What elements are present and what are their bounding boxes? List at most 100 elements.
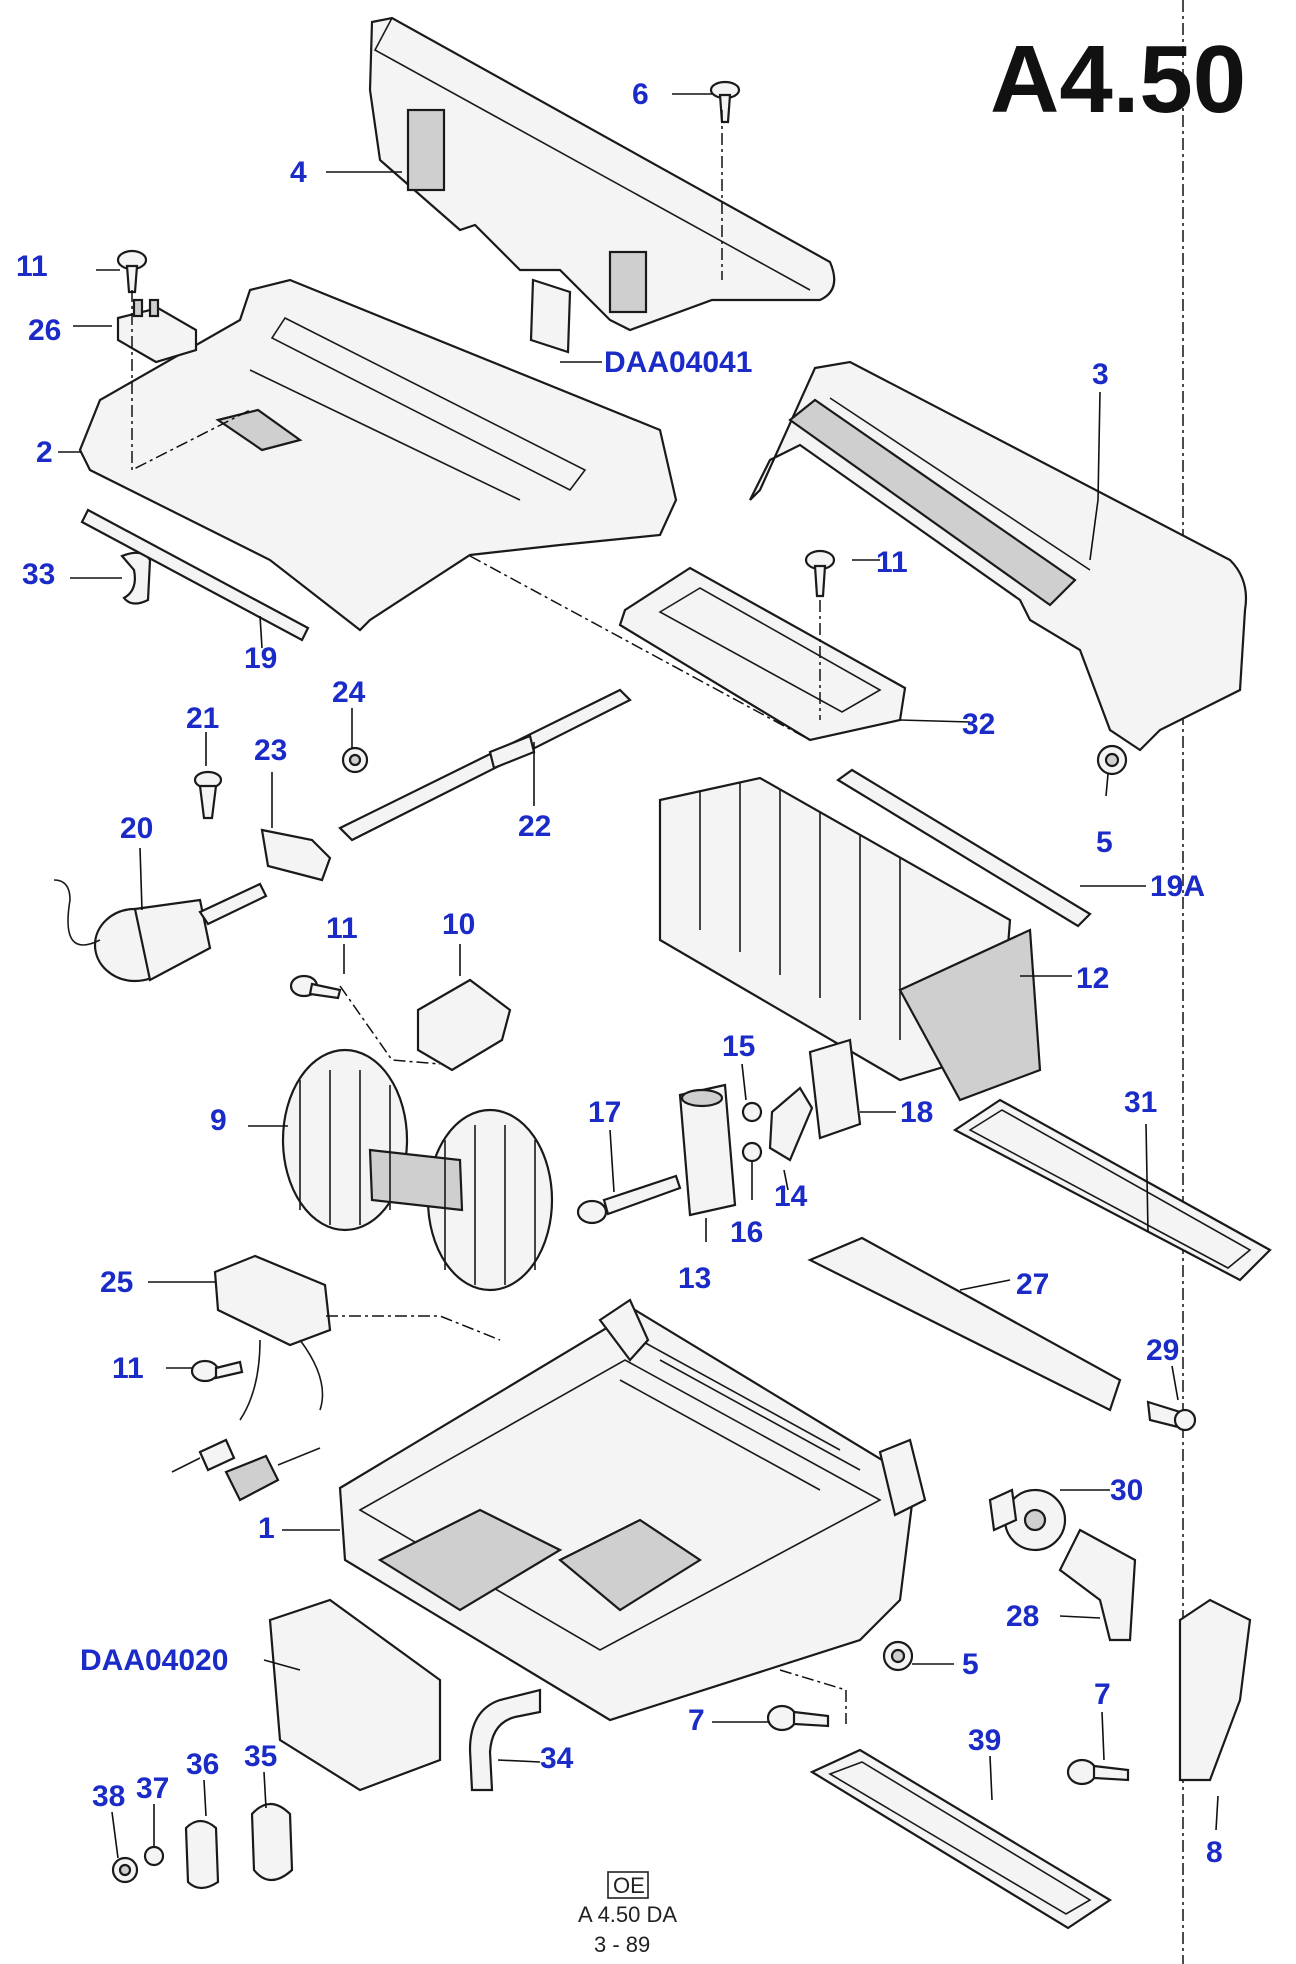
callout-25: 25 — [100, 1266, 133, 1299]
footer-badge-box — [607, 1871, 649, 1899]
part-21-screw — [193, 770, 223, 820]
callout-7-center: 7 — [688, 1704, 705, 1737]
part-38-nut — [111, 1856, 139, 1884]
callout-11-top-left: 11 — [16, 250, 48, 283]
part-daa04020-panel — [268, 1598, 442, 1792]
callout-9: 9 — [210, 1104, 227, 1137]
part-19-rod — [80, 508, 310, 642]
part-9-blower-motor — [281, 1048, 554, 1292]
callout-15: 15 — [722, 1030, 755, 1063]
part-12-evaporator-core — [658, 776, 1042, 1102]
part-24-nut — [341, 746, 369, 774]
part-30-gear-actuator — [988, 1488, 1067, 1552]
part-33-clip — [120, 551, 152, 605]
part-14-bracket — [768, 1086, 814, 1162]
part-3-side-duct — [749, 360, 1248, 752]
callout-30: 30 — [1110, 1474, 1143, 1507]
callout-22: 22 — [518, 810, 551, 843]
part-28-sector-gear — [1058, 1528, 1137, 1642]
callout-35: 35 — [244, 1740, 277, 1773]
diagram-title: A4.50 — [990, 26, 1246, 133]
part-11-screw-left-middle — [289, 974, 342, 1000]
leader-lines — [58, 93, 1219, 1859]
part-15-washer — [741, 1101, 763, 1123]
footer-badge: OE — [613, 1873, 645, 1898]
callout-27: 27 — [1016, 1268, 1049, 1301]
callout-19: 19 — [244, 642, 277, 675]
callout-1: 1 — [258, 1512, 275, 1545]
part-18-flange — [808, 1038, 862, 1140]
footer-code: A 4.50 DA — [578, 1902, 677, 1927]
part-2-upper-housing — [78, 278, 678, 632]
part-16-washer — [741, 1141, 763, 1163]
callout-29: 29 — [1146, 1334, 1179, 1367]
callout-37: 37 — [136, 1772, 169, 1805]
part-5-nut-lower — [882, 1640, 914, 1672]
callout-28: 28 — [1006, 1600, 1039, 1633]
callout-34: 34 — [540, 1742, 574, 1775]
part-7-bolt-center — [766, 1704, 830, 1732]
part-7-bolt-right — [1066, 1758, 1130, 1786]
callout-labels: 6 4 11 26 2 33 19 DAA04041 3 11 32 21 24… — [16, 78, 1223, 1869]
part-26-relay — [116, 298, 198, 364]
part-10-clip-bracket — [416, 978, 512, 1072]
callout-20: 20 — [120, 812, 153, 845]
callout-daa04041: DAA04041 — [604, 346, 752, 379]
callout-14: 14 — [774, 1180, 808, 1213]
callout-11-left-middle: 11 — [326, 912, 358, 945]
callout-23: 23 — [254, 734, 287, 767]
callout-6: 6 — [632, 78, 649, 111]
callout-5-upper: 5 — [1096, 826, 1113, 859]
callout-33: 33 — [22, 558, 55, 591]
part-11-screw-top-left — [116, 249, 148, 294]
part-25-resistor — [171, 1254, 332, 1502]
callout-18: 18 — [900, 1096, 933, 1129]
part-35-seal — [250, 1802, 294, 1882]
part-5-nut-upper — [1096, 744, 1128, 776]
callout-39: 39 — [968, 1724, 1001, 1757]
part-23-bracket — [260, 828, 332, 882]
callout-4: 4 — [290, 156, 307, 189]
callout-16: 16 — [730, 1216, 763, 1249]
callout-daa04020: DAA04020 — [80, 1644, 228, 1677]
part-4-top-duct — [368, 16, 836, 354]
part-1-lower-housing — [338, 1298, 927, 1722]
callout-12: 12 — [1076, 962, 1109, 995]
callout-26: 26 — [28, 314, 61, 347]
callout-17: 17 — [588, 1096, 621, 1129]
part-17-bolt — [576, 1174, 682, 1225]
footer-date: 3 - 89 — [594, 1932, 650, 1957]
callout-31: 31 — [1124, 1086, 1157, 1119]
callout-2: 2 — [36, 436, 53, 469]
part-22-link-rod — [338, 688, 632, 842]
callout-21: 21 — [186, 702, 219, 735]
part-27-panel — [807, 1236, 1122, 1412]
callout-8: 8 — [1206, 1836, 1223, 1869]
callout-36: 36 — [186, 1748, 219, 1781]
footer-block: OE A 4.50 DA 3 - 89 — [578, 1871, 677, 1957]
part-31-filter-frame — [952, 1098, 1272, 1282]
part-20-actuator-motor — [53, 879, 268, 983]
callout-32: 32 — [962, 708, 995, 741]
callout-11-center: 11 — [876, 546, 908, 579]
part-6-screw — [709, 80, 741, 124]
callout-10: 10 — [442, 908, 475, 941]
callout-13: 13 — [678, 1262, 711, 1295]
callout-11-lower-left: 11 — [112, 1352, 144, 1385]
part-19A-seal — [836, 768, 1092, 928]
part-37-washer — [143, 1845, 165, 1867]
part-39-gasket — [809, 1748, 1113, 1930]
callout-7-right: 7 — [1094, 1678, 1111, 1711]
part-11-screw-lower-left — [190, 1359, 244, 1383]
assembly-lines — [131, 110, 847, 1724]
part-29-grommet — [1146, 1400, 1197, 1432]
callout-24: 24 — [332, 676, 366, 709]
callout-19A: 19A — [1150, 870, 1205, 903]
callout-3: 3 — [1092, 358, 1109, 391]
part-11-screw-center — [804, 549, 836, 598]
part-13-expansion-valve — [678, 1083, 737, 1217]
callout-5-lower: 5 — [962, 1648, 979, 1681]
callout-38: 38 — [92, 1780, 125, 1813]
